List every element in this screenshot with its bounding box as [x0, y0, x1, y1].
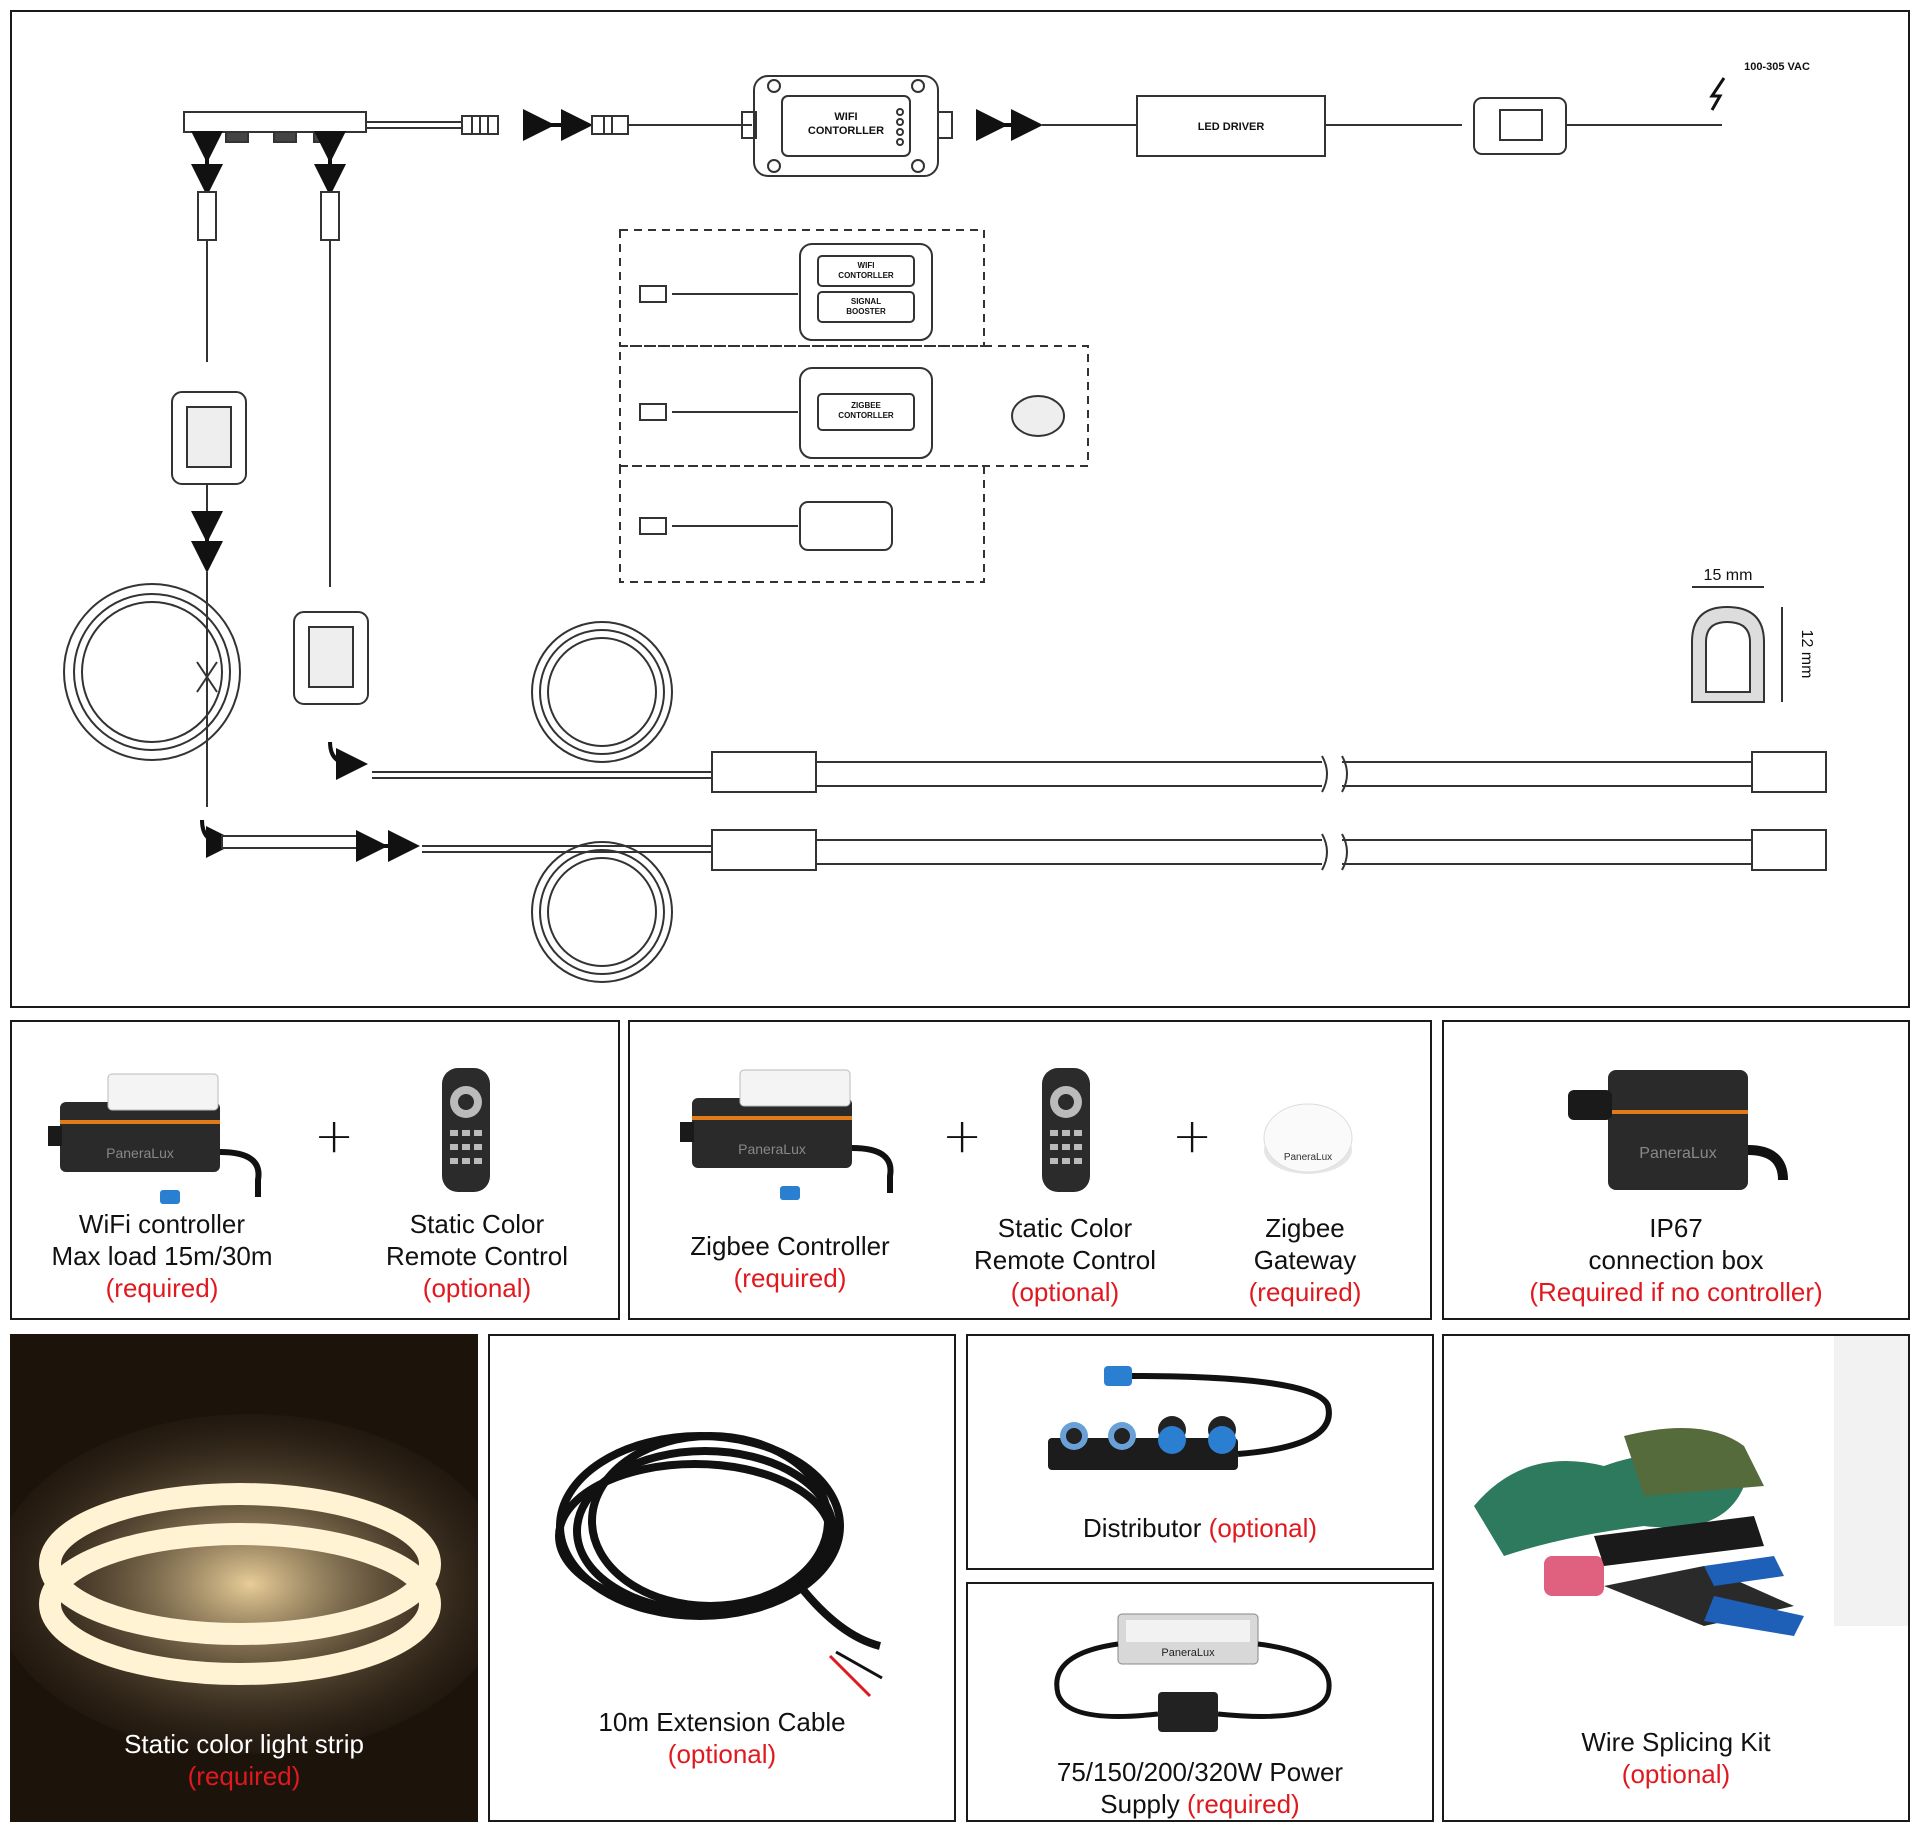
- option-zigbee-controller-label: CONTORLLER: [838, 411, 894, 420]
- svg-text:PaneraLux: PaneraLux: [1161, 1647, 1215, 1659]
- plus-sign: +: [314, 1108, 355, 1164]
- ip67-box-caption: IP67 connection box (Required if no cont…: [1529, 1213, 1823, 1307]
- zigbee-gateway-caption: Zigbee Gateway (required): [1248, 1213, 1362, 1307]
- extension-cable-caption: 10m Extension Cable (optional): [598, 1707, 846, 1769]
- zigbee-gateway-image: PaneraLux: [1263, 1103, 1353, 1174]
- light-strip-2-drawing: [221, 829, 1827, 983]
- extension-cable-image: [555, 1432, 883, 1698]
- static-remote-caption-1: Static Color Remote Control (optional): [385, 1209, 569, 1303]
- power-supply-panel: PaneraLux 75/150/200/320W Power Supply (…: [966, 1582, 1434, 1822]
- power-supply-image: PaneraLux: [1054, 1613, 1332, 1732]
- wiring-diagram-panel: WIFI CONTORLLER LED DRIVER 100-305 VAC W…: [10, 10, 1910, 1008]
- remote-control-image-1: [442, 1068, 490, 1192]
- light-strip-image: [10, 1414, 478, 1754]
- plus-sign-3: +: [1172, 1108, 1213, 1164]
- wifi-controller-caption: WiFi controller Max load 15m/30m (requir…: [51, 1209, 273, 1303]
- option-signal-label: SIGNAL: [851, 297, 881, 306]
- wifi-controller-image: PaneraLux: [48, 1073, 262, 1204]
- wifi-controller-drawing: [741, 75, 953, 177]
- profile-width-label: 15 mm: [1704, 567, 1753, 584]
- distributor-drawing: [183, 111, 499, 143]
- remote-control-image-2: [1042, 1068, 1090, 1192]
- ip67-box-image: PaneraLux: [1568, 1070, 1788, 1190]
- svg-text:PaneraLux: PaneraLux: [738, 1141, 806, 1157]
- zigbee-controller-image: PaneraLux: [680, 1069, 894, 1200]
- wifi-controller-label-2: CONTORLLER: [808, 125, 884, 137]
- svg-text:PaneraLux: PaneraLux: [106, 1145, 174, 1161]
- led-driver-drawing: [1136, 95, 1326, 157]
- svg-text:PaneraLux: PaneraLux: [1639, 1145, 1716, 1162]
- profile-height-label: 12 mm: [1798, 630, 1815, 679]
- ip67-box-panel: PaneraLux IP67 connection box (Required …: [1442, 1020, 1910, 1320]
- wifi-controller-label-1: WIFI: [834, 111, 857, 123]
- power-supply-caption: 75/150/200/320W Power Supply (required): [1056, 1757, 1344, 1819]
- wiring-diagram: WIFI CONTORLLER LED DRIVER 100-305 VAC W…: [63, 61, 1827, 983]
- distributor-panel: Distributor (optional): [966, 1334, 1434, 1570]
- zigbee-kit-panel: PaneraLux + + PaneraLux Zigbee Controlle…: [628, 1020, 1432, 1320]
- zigbee-gateway-drawing: [1011, 395, 1065, 437]
- led-driver-label: LED DRIVER: [1198, 121, 1265, 133]
- option-controller-label: CONTORLLER: [838, 271, 894, 280]
- splicing-kit-caption: Wire Splicing Kit (optional): [1581, 1727, 1771, 1789]
- voltage-label: 100-305 VAC: [1744, 61, 1810, 73]
- plus-sign-2: +: [942, 1108, 983, 1164]
- light-strip-caption: Static color light strip (required): [124, 1729, 364, 1791]
- option-booster-label: BOOSTER: [846, 307, 886, 316]
- splicing-kit-image: [1474, 1336, 1908, 1636]
- light-strip-1-drawing: [372, 621, 1827, 793]
- distributor-image: [1048, 1366, 1332, 1470]
- wifi-kit-panel: PaneraLux + WiFi controller Max load 15m…: [10, 1020, 620, 1320]
- extension-cable-panel: 10m Extension Cable (optional): [488, 1334, 956, 1822]
- splicing-kit-panel: Wire Splicing Kit (optional): [1442, 1334, 1910, 1822]
- static-remote-caption-2: Static Color Remote Control (optional): [973, 1213, 1157, 1307]
- distributor-caption: Distributor (optional): [1082, 1513, 1318, 1543]
- svg-text:PaneraLux: PaneraLux: [1284, 1152, 1332, 1163]
- profile-cross-section: [1691, 586, 1783, 703]
- zigbee-controller-caption: Zigbee Controller (required): [690, 1231, 890, 1293]
- option-wifi-label: WIFI: [858, 261, 875, 270]
- option-zigbee-label: ZIGBEE: [851, 401, 881, 410]
- controller-options-drawing: [619, 229, 1089, 583]
- light-strip-panel: Static color light strip (required): [10, 1334, 478, 1822]
